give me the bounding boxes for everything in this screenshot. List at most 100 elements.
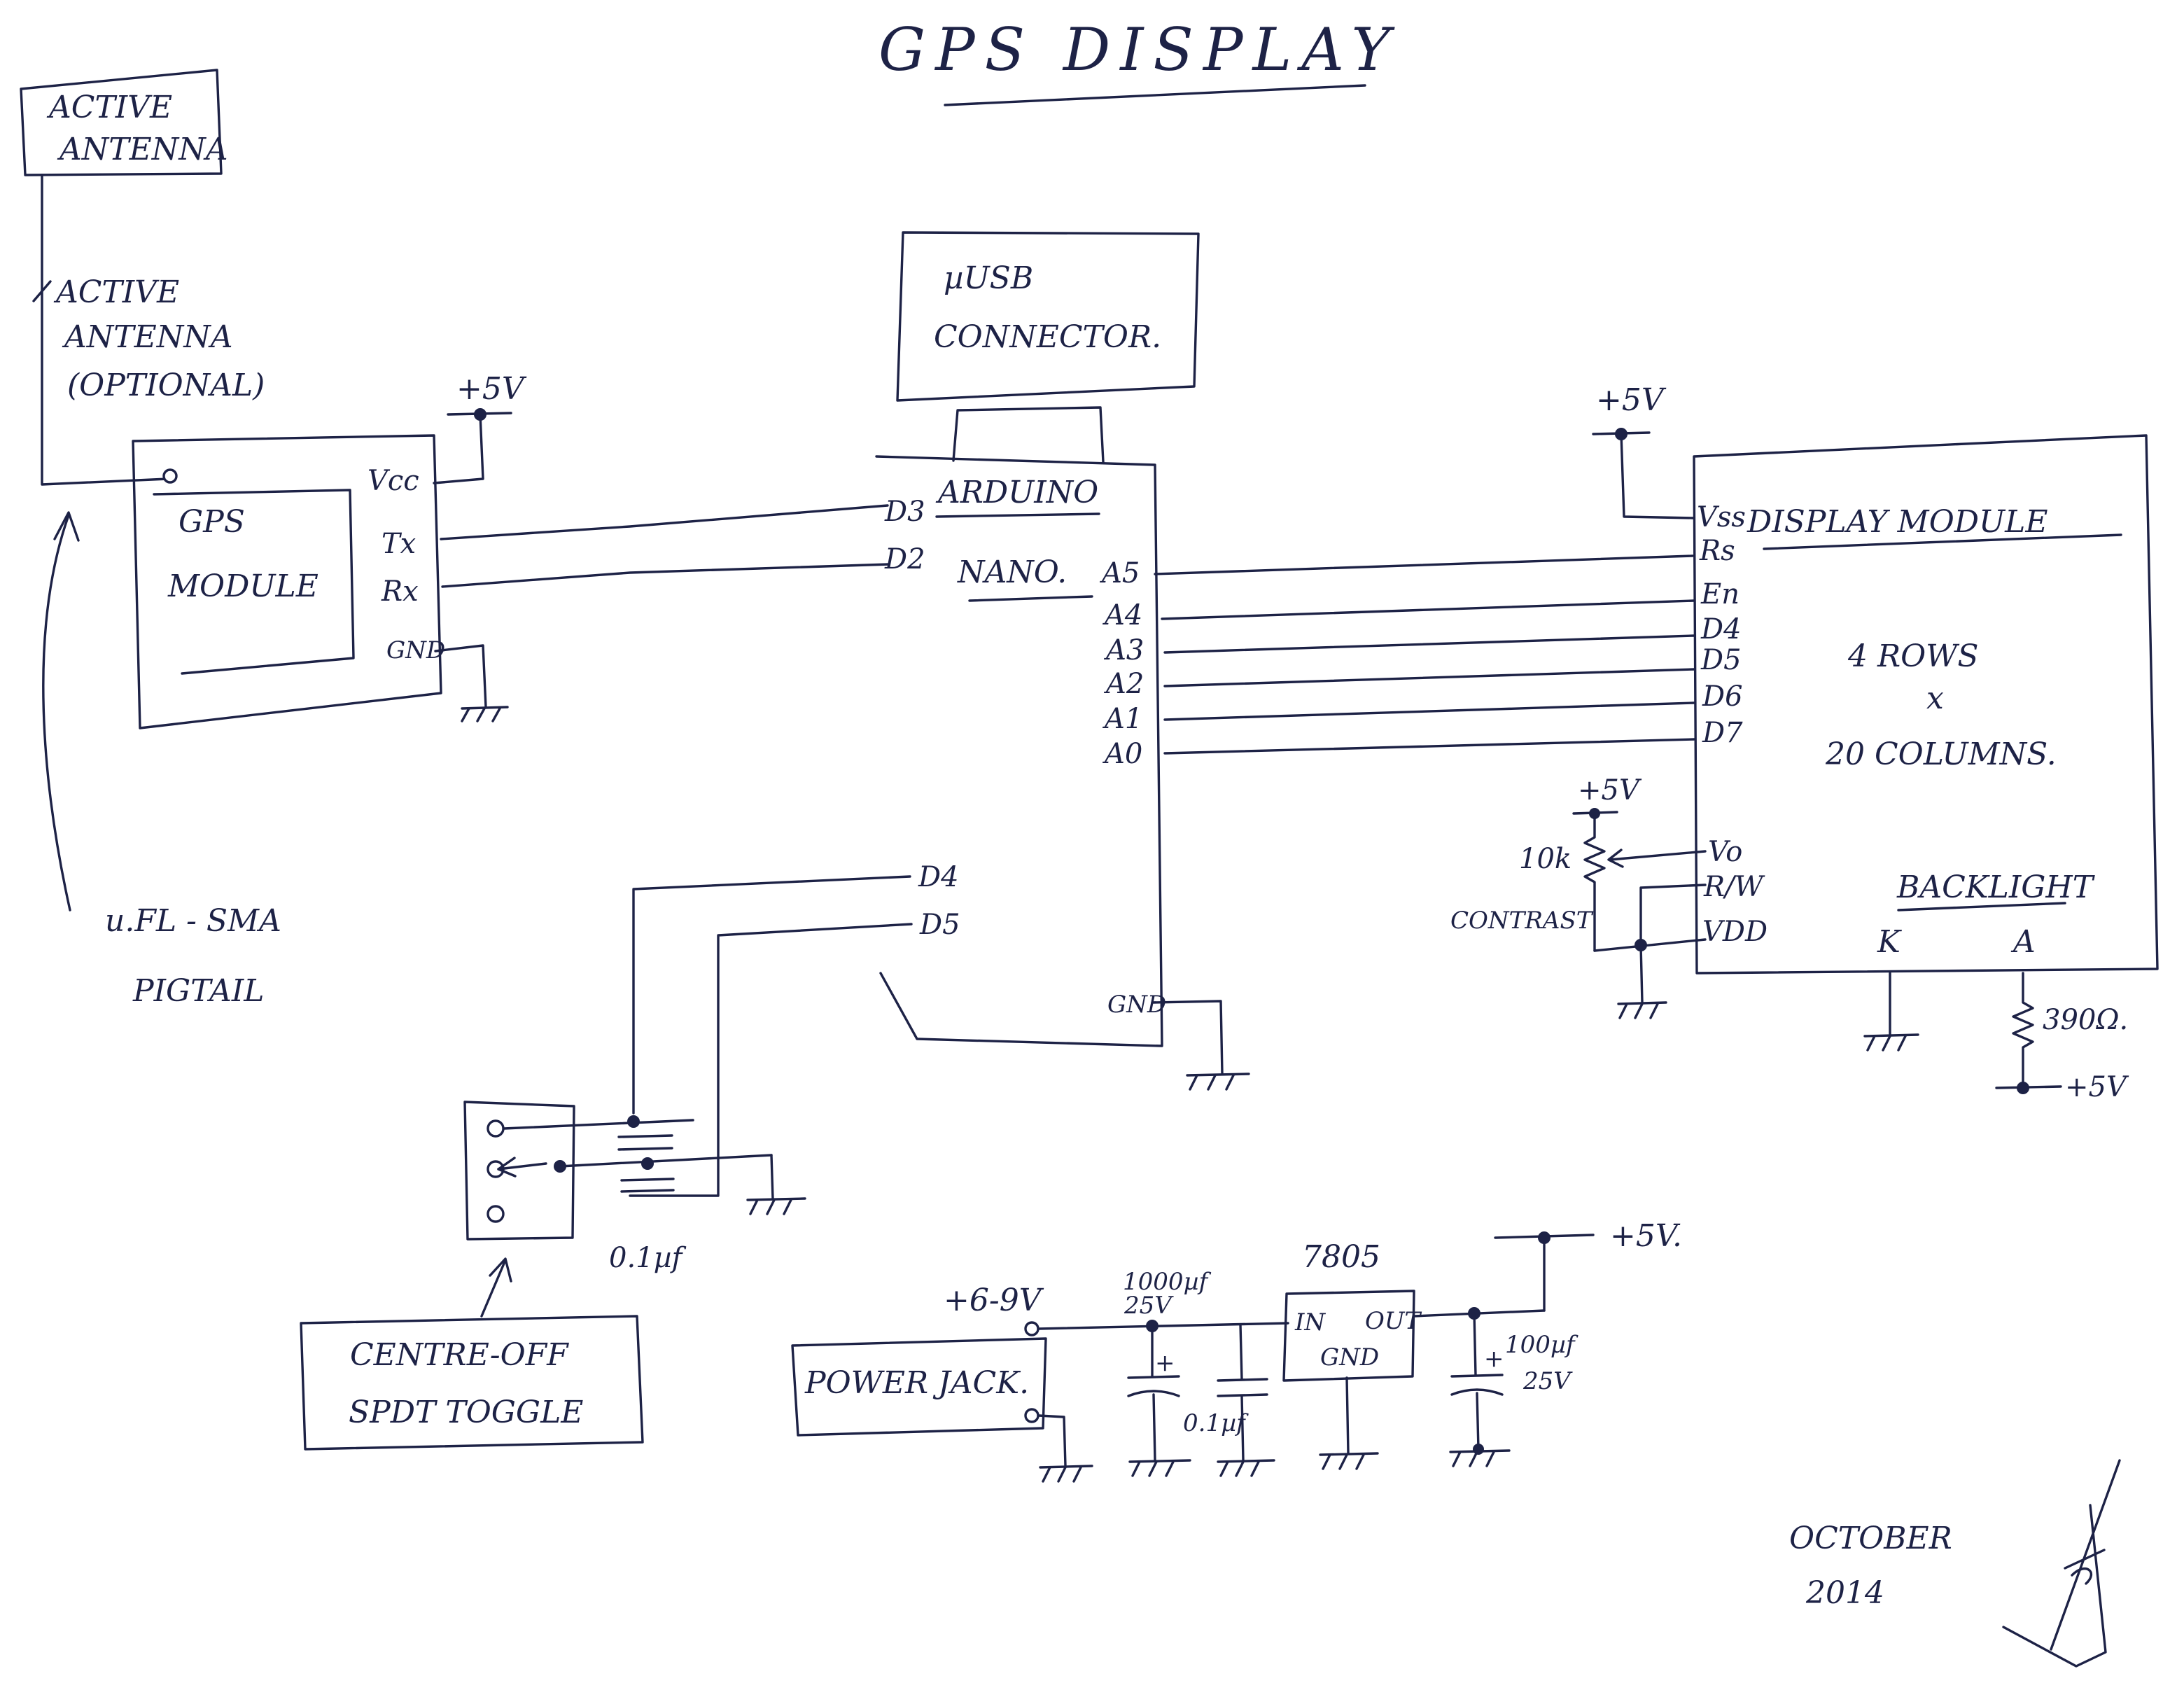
switch-node-top bbox=[627, 1115, 640, 1128]
gps-supply: +5V bbox=[433, 371, 527, 484]
antenna-cable bbox=[41, 174, 169, 486]
active-antenna: ACTIVE ANTENNA bbox=[20, 69, 228, 176]
contrast-resistor bbox=[1583, 812, 1606, 952]
arduino-pin-a5: A5 bbox=[1099, 557, 1140, 589]
cap1-plate1 bbox=[1127, 1375, 1180, 1379]
arduino-pin-a3: A3 bbox=[1103, 634, 1144, 666]
display-cols: 20 COLUMNS. bbox=[1825, 736, 2057, 772]
cap1-ground-tick1 bbox=[1131, 1460, 1141, 1477]
regulator-part: 7805 bbox=[1302, 1239, 1380, 1275]
cap3-plus: + bbox=[1484, 1345, 1504, 1373]
antenna-note: ACTIVE ANTENNA (OPTIONAL) bbox=[32, 274, 265, 403]
display-supply: +5V bbox=[1592, 382, 1695, 519]
arduino-pin-d3: D3 bbox=[884, 496, 925, 528]
display-pin-vdd: VDD bbox=[1702, 916, 1768, 948]
gps-label-1: GPS bbox=[178, 504, 245, 540]
arduino-pin-a1: A1 bbox=[1102, 703, 1142, 735]
cap1-plate2 bbox=[1127, 1390, 1180, 1397]
antenna-note-2: ANTENNA bbox=[62, 319, 233, 355]
regulator-gnd: GND bbox=[1320, 1343, 1379, 1371]
wire-a5-rs bbox=[1154, 554, 1694, 575]
arduino-pin-a2: A2 bbox=[1103, 668, 1144, 700]
power-supply: +6-9V POWER JACK. 1000µf 25V + 0.1µf 780… bbox=[791, 1218, 1682, 1483]
cap2-lead-bottom bbox=[1240, 1395, 1245, 1462]
contrast-vdd-wire bbox=[1593, 938, 1707, 952]
contrast-wiper-wire bbox=[1609, 850, 1707, 861]
pigtail-note-1: u.FL - SMA bbox=[105, 903, 281, 939]
cap1-value-2: 25V bbox=[1124, 1292, 1174, 1320]
debounce-cap2-plate1 bbox=[620, 1178, 675, 1182]
pigtail-arrow bbox=[42, 514, 71, 912]
wire-a4-en bbox=[1161, 599, 1695, 620]
cap3-plate2 bbox=[1450, 1388, 1504, 1396]
active-antenna-box bbox=[20, 69, 223, 176]
switch-note-2: SPDT TOGGLE bbox=[349, 1395, 583, 1430]
active-antenna-label-2: ANTENNA bbox=[57, 132, 228, 167]
title-underline bbox=[944, 84, 1366, 106]
power-jack-ground-tick2 bbox=[1057, 1466, 1067, 1483]
cap2-ground-bar bbox=[1217, 1459, 1275, 1463]
cap3-ground-node bbox=[1473, 1444, 1484, 1455]
toggle-switch: 0.1µf bbox=[463, 875, 913, 1274]
display-title: DISPLAY MODULE bbox=[1746, 504, 2047, 540]
display-pin-rw: R/W bbox=[1703, 871, 1765, 903]
arduino-gnd-wire bbox=[1151, 1000, 1224, 1075]
switch-lever-arrow bbox=[497, 1157, 517, 1178]
display-pin-d6: D6 bbox=[1702, 680, 1743, 713]
footer-year: 2014 bbox=[1805, 1575, 1884, 1611]
power-jack-ground-tick3 bbox=[1072, 1466, 1082, 1483]
active-antenna-label-1: ACTIVE bbox=[46, 90, 172, 125]
cap3-value-1: 100µf bbox=[1505, 1331, 1578, 1359]
display-pin-d4: D4 bbox=[1700, 613, 1742, 645]
regulator-ground-tick3 bbox=[1355, 1453, 1365, 1470]
backlight-label: BACKLIGHT bbox=[1896, 870, 2096, 905]
gps-gnd-wire bbox=[434, 644, 487, 708]
backlight-resistor-value: 390Ω. bbox=[2043, 1004, 2128, 1036]
antenna-note-3: (OPTIONAL) bbox=[67, 368, 265, 403]
switch-note-arrow bbox=[480, 1259, 507, 1318]
switch-note: CENTRE-OFF SPDT TOGGLE bbox=[300, 1257, 644, 1451]
arduino-ground-tick3 bbox=[1225, 1074, 1235, 1091]
backlight-k-tick2 bbox=[1882, 1035, 1891, 1052]
arduino-nano: ARDUINO NANO. D3 D2 A5 A4 A3 A2 A1 A0 D4… bbox=[875, 455, 1166, 1047]
power-input-label: +6-9V bbox=[944, 1283, 1044, 1318]
gps-ground bbox=[434, 644, 509, 722]
cap1-ground-tick3 bbox=[1165, 1460, 1175, 1477]
signature bbox=[2002, 1459, 2121, 1668]
cap2-lead-top bbox=[1239, 1323, 1243, 1381]
footer-month: OCTOBER bbox=[1789, 1521, 1952, 1556]
wire-a3-d4 bbox=[1163, 634, 1695, 654]
backlight-circuit: 390Ω. +5V bbox=[1863, 972, 2129, 1103]
cap2-ground-tick1 bbox=[1219, 1460, 1229, 1477]
arduino-label-2: NANO. bbox=[957, 554, 1067, 590]
backlight-a: A bbox=[2010, 924, 2036, 960]
arduino-pin-d4: D4 bbox=[918, 861, 959, 893]
contrast-ground-wire bbox=[1639, 944, 1644, 1004]
serial-wires bbox=[440, 504, 890, 588]
backlight-supply-node bbox=[2017, 1082, 2029, 1094]
cap3-lead-bottom bbox=[1476, 1392, 1480, 1451]
arduino-ground-tick2 bbox=[1207, 1074, 1217, 1091]
power-jack-ground-wire bbox=[1037, 1414, 1067, 1467]
cap3-lead-top bbox=[1473, 1312, 1477, 1376]
contrast-ground-tick1 bbox=[1618, 1003, 1628, 1019]
switch-note-1: CENTRE-OFF bbox=[350, 1337, 569, 1373]
power-input-rail bbox=[1037, 1322, 1289, 1330]
cap3-plate1 bbox=[1450, 1374, 1504, 1378]
switch-ground-tick1 bbox=[749, 1199, 759, 1215]
cap1-value-1: 1000µf bbox=[1123, 1268, 1212, 1296]
contrast-ground-tick3 bbox=[1649, 1003, 1659, 1019]
pigtail-note: u.FL - SMA PIGTAIL bbox=[42, 511, 281, 1009]
switch-lever bbox=[497, 1162, 547, 1171]
contrast-ground-tick2 bbox=[1634, 1003, 1644, 1019]
contrast-rw-wire bbox=[1639, 884, 1707, 945]
power-jack-label: POWER JACK. bbox=[804, 1365, 1029, 1401]
switch-note-arrowhead bbox=[489, 1257, 512, 1283]
title-text: GPS DISPLAY bbox=[878, 15, 1400, 84]
cap3-ground-tick1 bbox=[1452, 1451, 1462, 1467]
arduino-pin-a4: A4 bbox=[1102, 599, 1142, 631]
arduino-label-1: ARDUINO bbox=[935, 475, 1098, 510]
display-vss-wire bbox=[1620, 433, 1695, 519]
gps-pin-rx: Rx bbox=[381, 575, 419, 608]
gps-module-inner bbox=[153, 489, 355, 675]
